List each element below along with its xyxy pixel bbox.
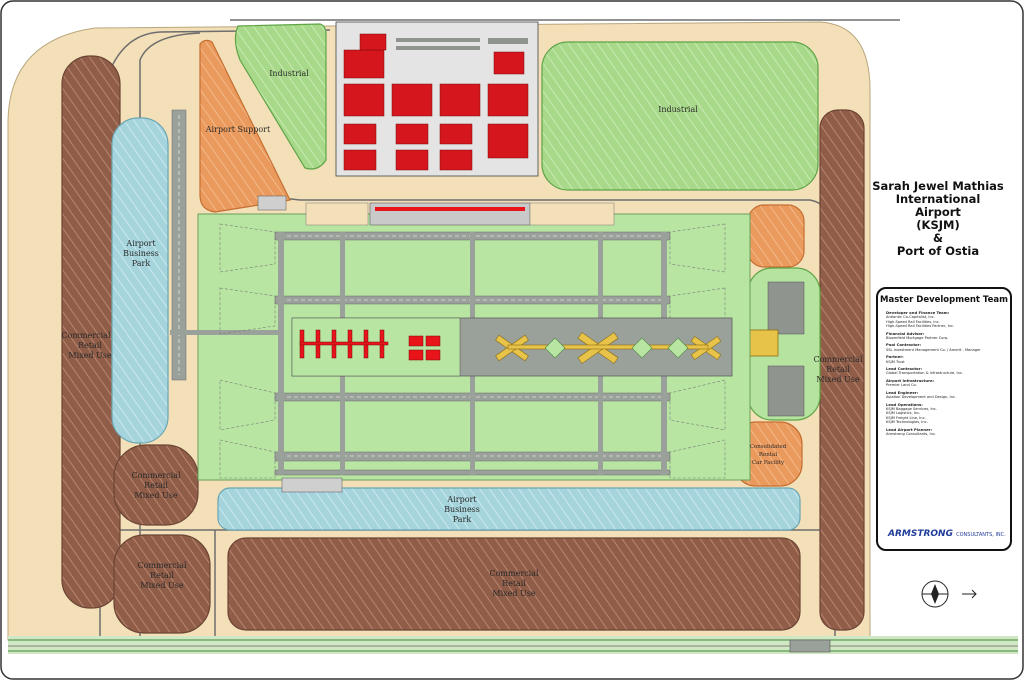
svg-text:Retail: Retail <box>150 571 174 580</box>
title-line-5: & <box>932 231 944 245</box>
svg-text:Retail: Retail <box>144 481 168 490</box>
team-entry: Premier Land Co. <box>886 383 917 388</box>
zone-commercial-low-left <box>113 534 211 634</box>
terminal-north-gates <box>375 207 525 211</box>
label-airport-support: Airport Support <box>205 125 271 134</box>
label-commercial-left: Commercial Retail Mixed Use <box>61 331 111 360</box>
label-business-park-bottom: Airport Business Park <box>444 495 480 524</box>
svg-text:Mixed Use: Mixed Use <box>816 375 860 384</box>
team-entry: Global Transportation & Infrastructure, … <box>886 371 963 376</box>
zone-orange-top-right <box>747 204 805 268</box>
north-parking-rows <box>396 38 528 50</box>
svg-text:Mixed Use: Mixed Use <box>134 491 178 500</box>
zone-business-park-bottom <box>217 487 801 531</box>
label-industrial-left: Industrial <box>269 69 309 78</box>
team-entry: KSJM Technologies, Inc. <box>886 420 928 425</box>
team-entry: Armstrong Consultants, Inc. <box>886 431 936 436</box>
team-entry: KSJM Trust <box>886 359 905 364</box>
title-line-3: Airport <box>915 205 961 219</box>
terminal-islands <box>544 337 689 359</box>
team-entry: Airport Infrastructure: <box>886 377 935 383</box>
label-consolidated-rental: Consolidated Rental Car Facility <box>750 444 787 466</box>
svg-text:Commercial: Commercial <box>813 355 862 364</box>
svg-text:Business: Business <box>123 249 159 258</box>
svg-text:Car Facility: Car Facility <box>752 460 785 466</box>
team-entry: SSL Investment Management Co. / Amerit -… <box>886 347 981 352</box>
team-entry: Aviation Development and Design, Inc. <box>886 395 956 400</box>
map-title-block: Sarah Jewel Mathias International Airpor… <box>868 180 1008 258</box>
label-commercial-low-left: Commercial Retail Mixed Use <box>137 561 186 590</box>
armstrong-logo: ARMSTRONG CONSULTANTS, INC. <box>888 529 1006 539</box>
zone-commercial-mid-left <box>113 444 199 526</box>
team-entry: Lead Airport Planner: <box>886 426 933 432</box>
team-panel-title: Master Development Team <box>880 295 1008 305</box>
approach-zones <box>219 223 726 479</box>
label-business-park-left: Airport Business Park <box>123 239 159 268</box>
title-line-1: Sarah Jewel Mathias <box>872 179 1004 193</box>
parking-garage-north <box>767 281 805 335</box>
support-structure <box>257 195 287 211</box>
cargo-buildings <box>299 329 441 361</box>
svg-text:Park: Park <box>132 259 151 268</box>
svg-text:Retail: Retail <box>502 579 526 588</box>
team-entry: KSJM Freight Line, Inc. <box>886 415 926 420</box>
team-entry: Developer and Finance Team: <box>886 310 950 315</box>
team-entry: Lead Engineer: <box>886 389 919 395</box>
team-entry: Lead Contractor: <box>886 366 923 372</box>
terminal-concourses <box>495 332 722 364</box>
highway-corridor <box>8 636 1018 654</box>
svg-text:Mixed Use: Mixed Use <box>492 589 536 598</box>
title-line-2: International <box>895 192 981 206</box>
zone-airport-support <box>199 39 291 213</box>
svg-text:Park: Park <box>453 515 472 524</box>
team-entry: Lead Operations: <box>886 401 923 407</box>
team-entry: High-Speed Rail Facilities, Inc. <box>886 319 940 324</box>
parking-garage-south <box>767 365 805 417</box>
svg-text:Commercial: Commercial <box>137 561 186 570</box>
svg-text:Mixed Use: Mixed Use <box>140 581 184 590</box>
title-line-4: (KSJM) <box>916 218 960 232</box>
svg-text:Airport: Airport <box>125 239 156 248</box>
zone-commercial-bottom <box>227 537 801 631</box>
north-arrow-icon <box>921 580 977 608</box>
team-entry: Financial Advisor: <box>886 330 925 336</box>
team-entry: High-Speed Rail Facilities Partner, Inc. <box>886 324 955 329</box>
team-entry: Partner: <box>886 354 904 360</box>
logo-main: ARMSTRONG <box>888 529 953 539</box>
label-commercial-bottom: Commercial Retail Mixed Use <box>489 569 538 598</box>
svg-text:Business: Business <box>444 505 480 514</box>
team-entry: Pool Contractor: <box>886 342 922 348</box>
passenger-terminal-north <box>529 202 615 226</box>
title-line-6: Port of Ostia <box>896 244 980 258</box>
bottom-structures <box>281 477 343 493</box>
team-entry: Antlantic Co-Capitalist, Inc. <box>886 315 935 320</box>
svg-text:Mixed Use: Mixed Use <box>68 351 112 360</box>
svg-text:Consolidated: Consolidated <box>750 444 787 450</box>
zone-industrial-left <box>234 23 327 170</box>
north-industrial-buildings <box>343 33 529 171</box>
label-industrial-right: Industrial <box>658 105 698 114</box>
logo-sub: CONSULTANTS, INC. <box>956 532 1006 538</box>
label-commercial-mid-left: Commercial Retail Mixed Use <box>131 471 180 500</box>
svg-text:Airport: Airport <box>446 495 477 504</box>
zone-business-park-left <box>111 117 169 444</box>
svg-text:Retail: Retail <box>826 365 850 374</box>
svg-text:Commercial: Commercial <box>61 331 110 340</box>
label-commercial-right: Commercial Retail Mixed Use <box>813 355 862 384</box>
svg-text:Commercial: Commercial <box>489 569 538 578</box>
team-entry-list: Developer and Finance Team:Antlantic Co-… <box>878 310 1010 436</box>
team-entry: Bloomfield Mortgage Partner Corp. <box>886 336 949 341</box>
air-freight-building <box>305 202 369 226</box>
zone-industrial-right <box>541 41 819 191</box>
team-entry: KSJM Logistics, Inc. <box>886 411 921 416</box>
svg-text:Retail: Retail <box>78 341 102 350</box>
svg-text:Commercial: Commercial <box>131 471 180 480</box>
team-entry: KSJM Baggage Services, Inc. <box>886 406 937 411</box>
terminal-north <box>369 202 531 226</box>
svg-text:Rental: Rental <box>759 452 777 458</box>
master-development-team-panel: Master Development Team Developer and Fi… <box>876 287 1012 551</box>
